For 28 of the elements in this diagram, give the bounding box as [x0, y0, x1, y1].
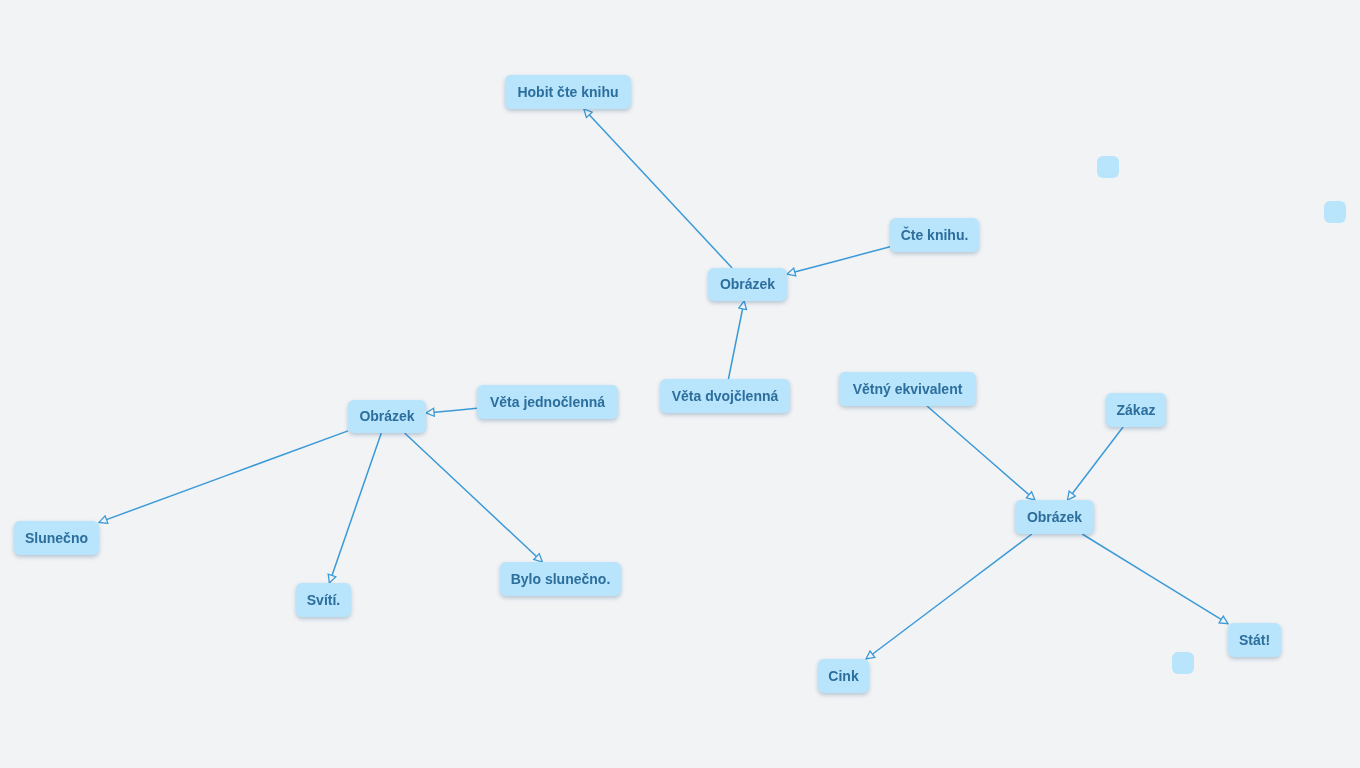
arrow: [1066, 426, 1124, 501]
arrow: [403, 432, 544, 563]
arrow: [1081, 533, 1229, 625]
arrow: [727, 300, 748, 380]
topic-box: Obrázek: [348, 400, 426, 433]
topic-box: Věta dvojčlenná: [660, 379, 790, 413]
topic-box: Větný ekvivalent: [839, 372, 976, 406]
topic-box: Cink: [818, 659, 869, 693]
empty-node-box: [1324, 201, 1346, 223]
empty-node-box: [1172, 652, 1194, 674]
topic-box: Svítí.: [296, 583, 351, 617]
topic-box: Obrázek: [708, 268, 787, 301]
topic-box: Slunečno: [14, 521, 99, 555]
arrow: [926, 405, 1036, 501]
topic-box: Obrázek: [1015, 500, 1094, 534]
topic-box: Hobit čte knihu: [505, 75, 631, 109]
arrow: [425, 407, 478, 417]
topic-box: Čte knihu.: [890, 218, 979, 252]
arrow: [786, 246, 891, 277]
topic-box: Věta jednočlenná: [477, 385, 618, 419]
arrow: [98, 430, 349, 524]
topic-box: Bylo slunečno.: [500, 562, 621, 596]
topic-box: Zákaz: [1106, 393, 1166, 427]
empty-node-box: [1097, 156, 1119, 178]
arrow: [865, 533, 1033, 660]
arrow: [327, 432, 383, 584]
topic-box: Stát!: [1228, 623, 1281, 657]
arrow: [583, 108, 733, 269]
